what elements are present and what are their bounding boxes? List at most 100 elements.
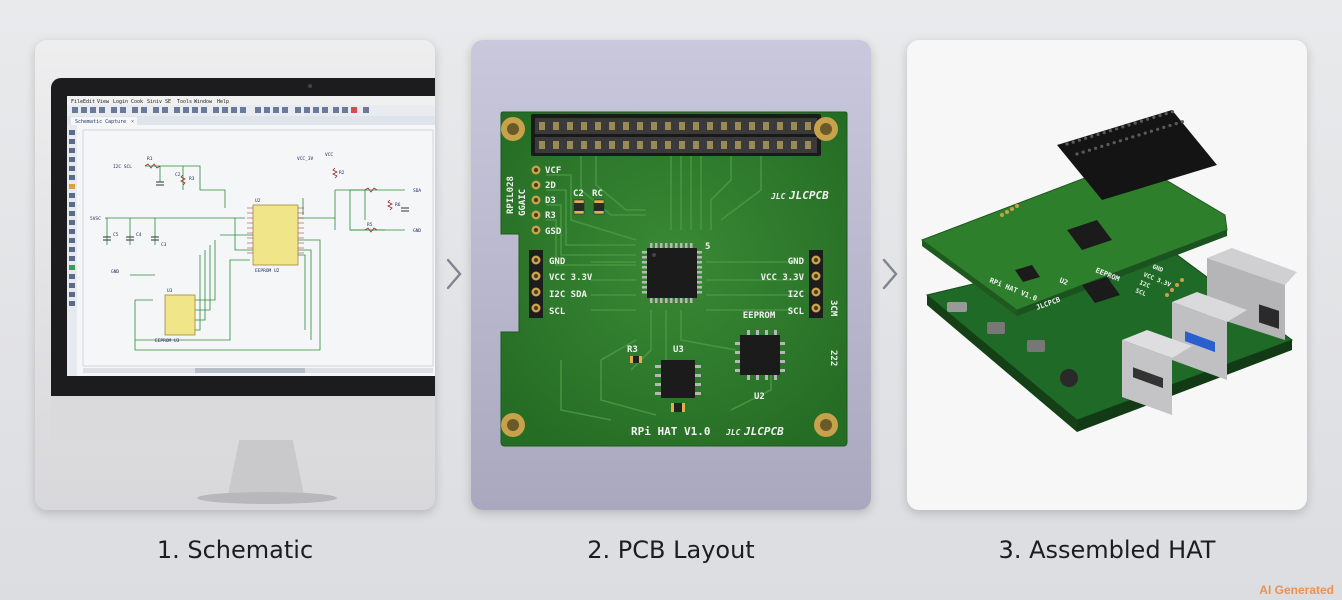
pin5-label: 5 [705,242,710,252]
gpio-pin [777,122,783,130]
hat-pin [1096,132,1100,137]
hat-pin [1143,131,1147,135]
qfp-pin [680,243,683,248]
pad-hole [814,290,818,294]
gpio-pin [693,141,699,149]
menu-se[interactable]: SE [165,99,171,105]
assembled-hat-illustration: RPi HAT V1.0 JLCPCB EEPROM U2 GND VCC 3.… [920,110,1297,432]
pcb-mcu [642,243,702,303]
hat-pin [1106,142,1110,147]
label-u3: U3 [167,288,173,294]
qfp-pin [697,266,702,269]
hat-pin [1118,139,1122,143]
menu-window[interactable]: Window [194,99,213,105]
soic-pin [655,365,661,368]
qfp-pin [665,243,668,248]
qfp-pin [670,243,673,248]
pcb-u3 [661,360,695,398]
chevron-right-icon [882,258,898,290]
hat-eeprom [1082,277,1120,303]
menu-cook[interactable]: Cook [131,99,143,105]
qfn-pin [747,330,750,335]
left-header [529,250,543,318]
gpio-pin [693,122,699,130]
tab-schematic-capture[interactable] [71,117,137,125]
label-c5: C5 [113,232,119,238]
right-gnd: GND [788,257,805,267]
menu-help[interactable]: Help [217,99,229,105]
pcb-capacitors [573,199,605,215]
hat-pin [1100,144,1104,148]
soic-pin [655,392,661,395]
hat-pin [1121,125,1125,129]
hat-pin [1094,146,1098,150]
net-gnd2: GND [413,228,421,234]
qfp-pin [642,256,647,259]
qfp-pin [642,276,647,279]
hat-pin [1170,110,1174,114]
tab-close-icon[interactable]: × [131,119,134,125]
hat-pin [1102,131,1106,135]
qfn-pin [756,375,759,380]
qfp-pin [655,298,658,303]
hat-i2c-label: I2C [1138,279,1151,290]
caption-schematic: 1. Schematic [156,536,314,564]
hat-pin [1149,129,1153,133]
hat-mcu [1067,220,1112,250]
schematic-ic-u3[interactable] [164,294,196,336]
qfp-pin [642,261,647,264]
qfn-pin [774,375,777,380]
label-vcc3v: VCC_3V [297,156,314,162]
hat-pin [1158,113,1162,118]
menu-tools[interactable]: Tools [177,99,192,105]
right-header [809,250,823,318]
left-scl: SCL [549,307,566,317]
tab-label: Schematic Capture [75,119,126,125]
jlc-logo-icon: JLC [770,192,786,201]
menu-login[interactable]: Login [113,99,128,105]
qfp-pin [690,243,693,248]
pcb-vert-top: 3CM [828,300,838,317]
gpio-pin [651,141,657,149]
gpio-pin [651,122,657,130]
pin-gsd: GSD [545,227,562,237]
label-chip-u2: EEPROM U2 [255,268,280,274]
menu-edit[interactable]: Edit [83,99,95,105]
toolbar-icons[interactable] [72,107,369,113]
pcb-ggaic-label: GGAIC [518,189,528,216]
qfp-pin [685,298,688,303]
hat-pin [1137,133,1141,137]
hat-pin [1152,115,1156,119]
scrollbar-thumb[interactable] [195,368,305,373]
qfn-pin [780,360,785,363]
qfn-pin [747,375,750,380]
menu-file[interactable]: File [71,99,83,105]
usb-ports [1122,292,1247,415]
gpio-pin [595,122,601,130]
pad-hole [814,274,818,278]
menu-siniv[interactable]: Siniv [147,99,162,105]
pcb-brand-bottom: JLCPCB [743,425,784,438]
left-sda: I2C SDA [549,290,588,300]
chevron-right-icon [446,258,462,290]
qfn-pin [780,342,785,345]
qfp-pin [697,286,702,289]
label-c2: C2 [175,172,181,178]
hat-pin [1139,119,1143,123]
qfp-pin [697,261,702,264]
schematic-ic-u2[interactable] [252,204,299,266]
qfp-pin [697,256,702,259]
gpio-pin [763,141,769,149]
gpio-pin [735,122,741,130]
mounting-holes [501,117,838,437]
hat-pin [1162,125,1166,129]
pad-hole [534,168,538,172]
gpio-pin [707,122,713,130]
pad-hole [534,213,538,217]
pad-hole [534,183,538,187]
menu-view[interactable]: View [97,99,110,105]
caption-pcb: 2. PCB Layout [587,536,755,564]
gpio-pin [665,122,671,130]
hat-pin [1125,137,1129,141]
qfp-pin [690,298,693,303]
